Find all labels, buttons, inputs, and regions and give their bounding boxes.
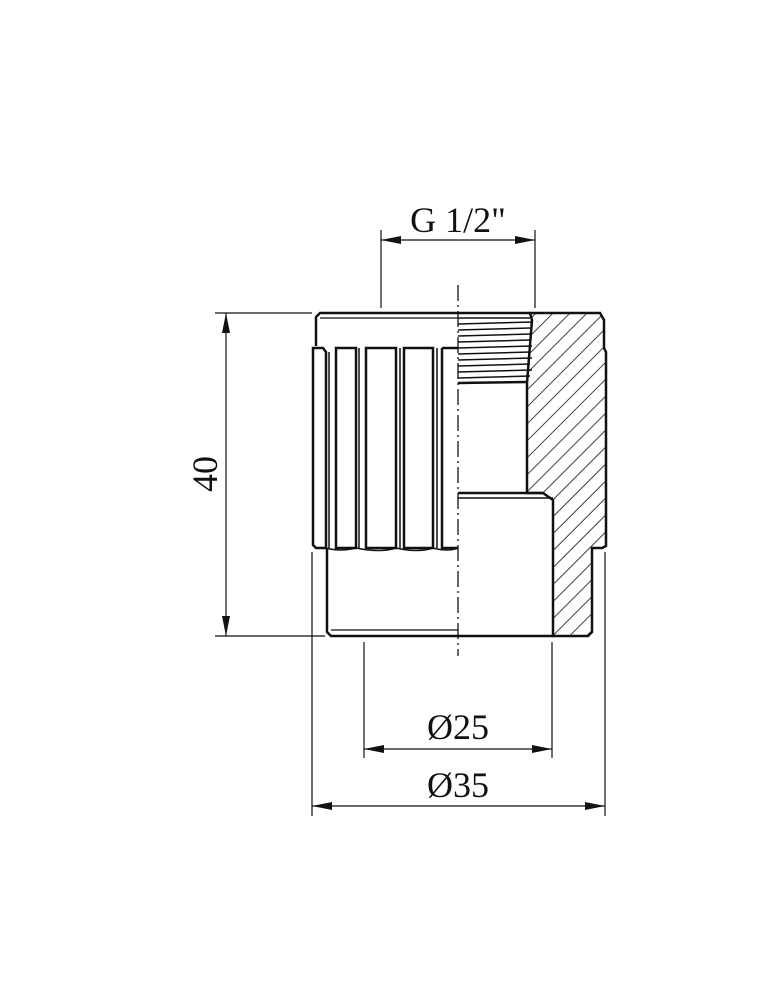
inner-diameter-label: Ø25 — [427, 707, 489, 747]
dimension-outer-diameter — [311, 552, 606, 816]
thread-label: G 1/2" — [410, 200, 506, 240]
height-label: 40 — [185, 456, 225, 492]
dimension-height — [215, 312, 325, 637]
section-hatch — [525, 311, 608, 638]
body-outline — [314, 311, 553, 638]
dimension-inner-diameter — [363, 642, 553, 758]
dimension-thread — [380, 230, 536, 308]
bore-step — [458, 491, 553, 499]
knurl-ribs — [311, 346, 459, 552]
outer-diameter-label: Ø35 — [427, 765, 489, 805]
internal-thread — [457, 317, 533, 385]
